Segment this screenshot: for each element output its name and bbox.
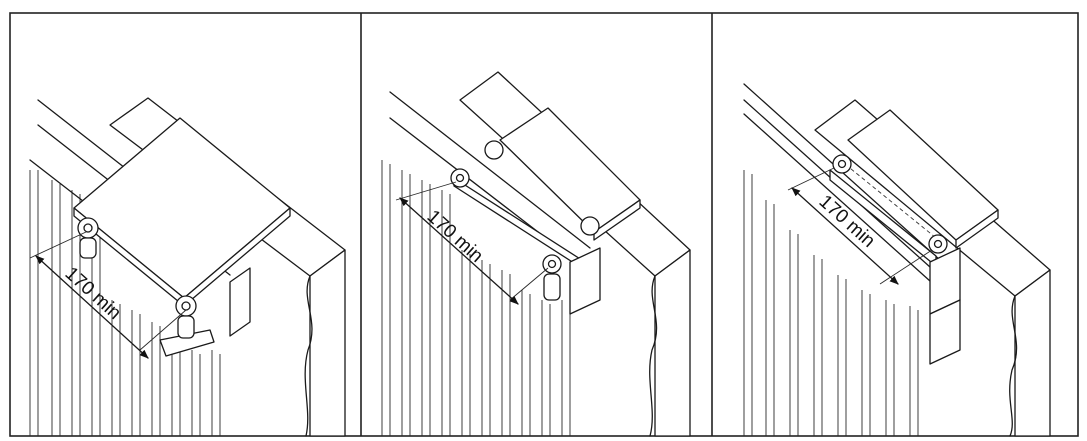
- dimension-label: 170 min: [423, 206, 487, 267]
- roller-icon: [484, 140, 504, 160]
- pillar-side: [309, 249, 346, 437]
- mounting-plate: [499, 107, 641, 233]
- pillar-break: [1009, 295, 1018, 437]
- roller-hub-icon: [933, 239, 943, 249]
- gate-bars: [743, 170, 919, 436]
- roller-hub-icon: [181, 301, 191, 311]
- panel-1: 170 min: [29, 97, 346, 437]
- extension-line: [395, 181, 457, 201]
- pillar-break: [649, 275, 658, 437]
- extension-line: [29, 231, 87, 259]
- roller-hub-icon: [455, 173, 465, 183]
- extension-line: [879, 249, 933, 285]
- plate-edge: [955, 209, 999, 249]
- roller-hub-icon: [83, 223, 93, 233]
- pillar-side: [1014, 269, 1051, 437]
- dimension-arrow: [791, 187, 899, 285]
- extension-line: [787, 167, 835, 191]
- roller-icon: [580, 216, 600, 236]
- figure-frame: [9, 12, 1079, 437]
- dimension-label: 170 min: [815, 191, 879, 252]
- mounting-plate: [73, 117, 291, 299]
- dimension-label: 170 min: [61, 263, 125, 324]
- panel-3: 170 min: [743, 83, 1051, 437]
- roller-hub-icon: [547, 259, 557, 269]
- support-tube: [929, 299, 961, 365]
- roller-hub-icon: [837, 159, 847, 169]
- support-tube: [229, 267, 251, 337]
- dimension-arrow: [35, 255, 149, 359]
- panel-2: 170 min: [381, 71, 691, 437]
- roller-body-icon: [79, 237, 97, 259]
- roller-body-icon: [543, 273, 561, 301]
- extension-line: [509, 267, 549, 301]
- guide-line: [839, 159, 947, 247]
- pillar-side: [654, 249, 691, 437]
- pillar-break: [304, 275, 313, 437]
- gate-bars: [381, 160, 571, 436]
- plate-edge: [593, 199, 641, 241]
- support-tube: [569, 247, 601, 315]
- roller-body-icon: [177, 315, 195, 339]
- gate-top-rail: [389, 91, 591, 249]
- dimension-arrow: [399, 197, 519, 305]
